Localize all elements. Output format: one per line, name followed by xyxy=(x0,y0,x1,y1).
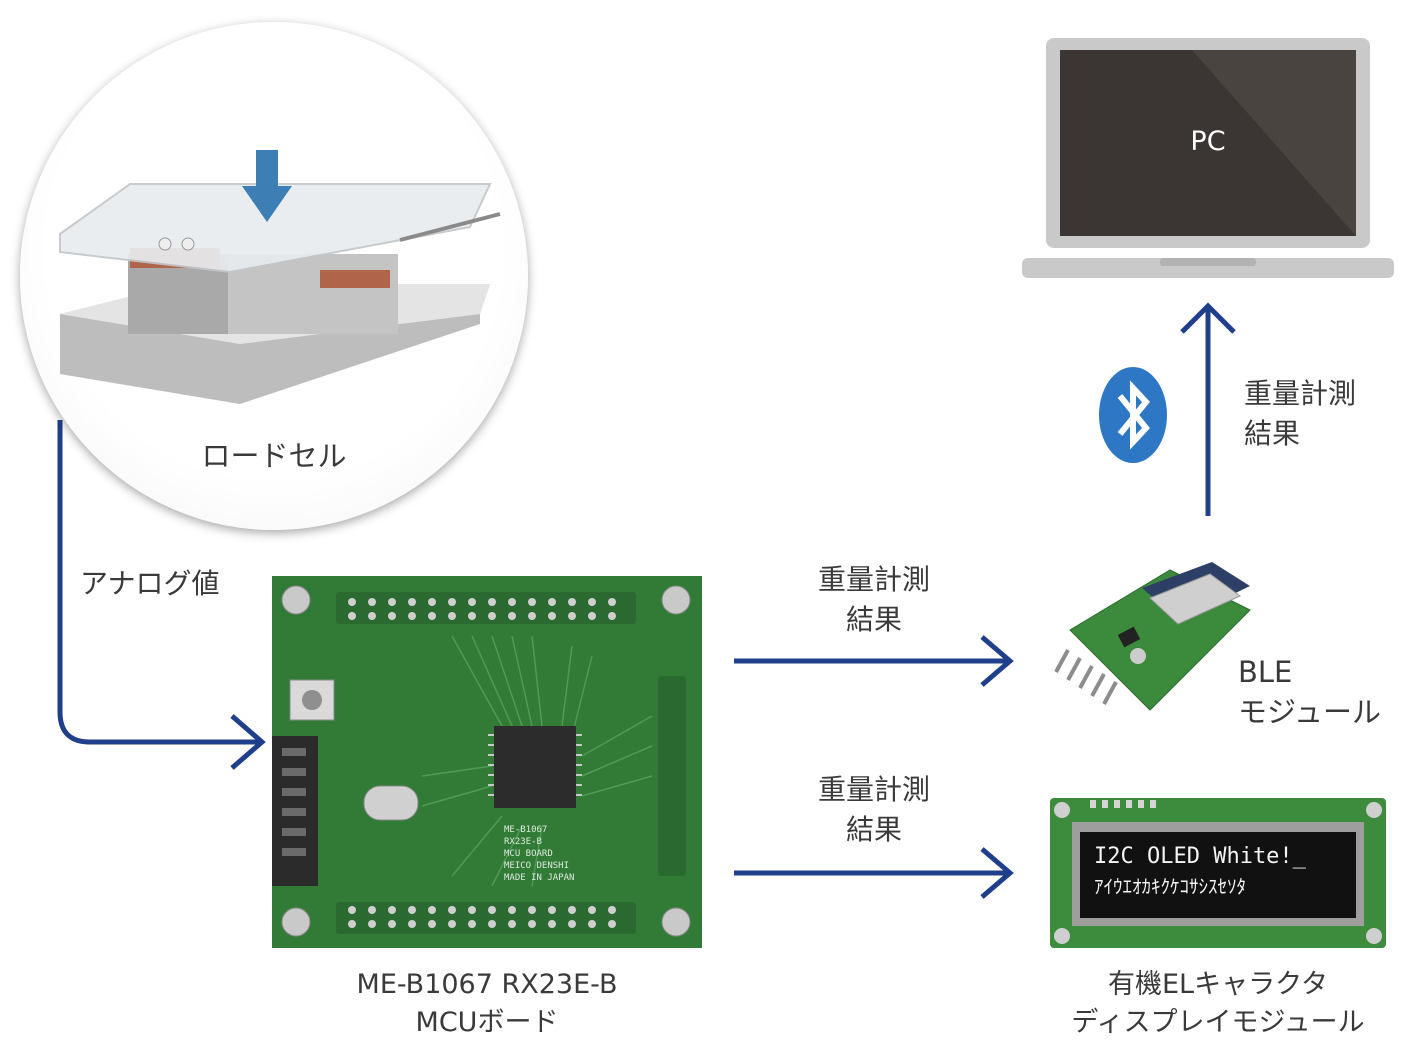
loadcell-illustration xyxy=(59,150,501,404)
edge-label-line1: 重量計測 xyxy=(817,563,930,596)
oled-module-image: I2C OLED White!_ ｱｲｳｴｵｶｷｸｹｺｻｼｽｾｿﾀ xyxy=(1050,798,1386,948)
ble-module-illustration xyxy=(1054,562,1251,711)
silkscreen-line: MEICO DENSHI xyxy=(504,861,570,871)
mcu-ble-edge-label: 重量計測 結果 xyxy=(774,560,974,640)
mcu-silkscreen: ME-B1067 RX23E-B MCU BOARD MEICO DENSHI … xyxy=(504,824,574,884)
edge-label-line1: 重量計測 xyxy=(1244,377,1357,410)
edge-label-line1: 重量計測 xyxy=(817,773,930,806)
edge-label-line2: 結果 xyxy=(845,813,902,846)
laptop-icon xyxy=(1022,38,1394,278)
mcu-ble-arrow-head xyxy=(980,635,1014,687)
analog-arrow-head xyxy=(230,714,266,770)
loadcell-label: ロードセル xyxy=(201,439,347,473)
loadcell-node: ロードセル xyxy=(20,22,528,530)
analog-label: アナログ値 xyxy=(80,567,220,600)
silkscreen-line: MCU BOARD xyxy=(504,849,553,859)
oled-screen: I2C OLED White!_ ｱｲｳｴｵｶｷｸｹｺｻｼｽｾｿﾀ xyxy=(1094,842,1354,902)
mcu-label: ME-B1067 RX23E-B MCUボード xyxy=(272,966,702,1042)
silkscreen-line: MADE IN JAPAN xyxy=(504,873,575,883)
oled-label-line1: 有機ELキャラクタ xyxy=(1107,969,1329,1000)
oled-label-line2: ディスプレイモジュール xyxy=(1071,1007,1365,1038)
mcu-label-line2: MCUボード xyxy=(415,1007,559,1038)
ble-label: BLE モジュール xyxy=(1238,652,1381,732)
analog-arrow-line xyxy=(57,420,262,745)
oled-label: 有機ELキャラクタ ディスプレイモジュール xyxy=(1040,966,1396,1042)
edge-label-line2: 結果 xyxy=(845,603,902,636)
mcu-oled-arrow-head xyxy=(980,847,1014,899)
oled-screen-line2: ｱｲｳｴｵｶｷｸｹｺｻｼｽｾｿﾀ xyxy=(1094,876,1247,898)
mcu-oled-edge-label: 重量計測 結果 xyxy=(774,770,974,850)
ble-label-line2: モジュール xyxy=(1238,695,1381,729)
silkscreen-line: RX23E-B xyxy=(504,837,542,847)
mcu-board-image: ME-B1067 RX23E-B MCU BOARD MEICO DENSHI … xyxy=(272,576,702,948)
ble-pc-edge-label: 重量計測 結果 xyxy=(1244,374,1356,454)
ble-module-image xyxy=(1050,560,1260,720)
oled-screen-line1: I2C OLED White!_ xyxy=(1094,844,1306,869)
ble-pc-arrow-head xyxy=(1180,302,1236,334)
ble-label-line1: BLE xyxy=(1238,655,1293,689)
pc-node: PC xyxy=(1022,38,1394,280)
pc-label: PC xyxy=(1190,126,1226,157)
mcu-label-line1: ME-B1067 RX23E-B xyxy=(356,969,618,1000)
bluetooth-icon xyxy=(1099,367,1167,463)
edge-label-line2: 結果 xyxy=(1244,417,1301,450)
oled-board-illustration xyxy=(1050,798,1386,948)
pcb-traces xyxy=(272,576,702,948)
silkscreen-line: ME-B1067 xyxy=(504,825,548,835)
